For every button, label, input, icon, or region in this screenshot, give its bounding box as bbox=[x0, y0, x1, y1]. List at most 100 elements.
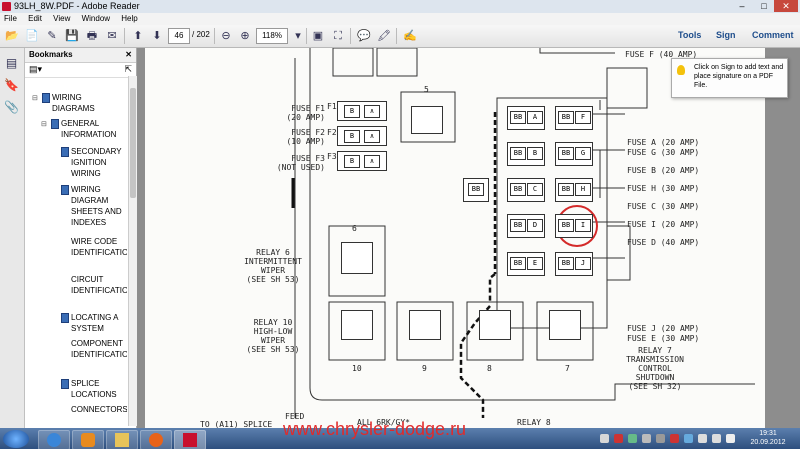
right-fuse-label: FUSE G (30 AMP) bbox=[627, 148, 700, 157]
relay-6 bbox=[341, 242, 373, 274]
toolbar: 📂 📄 ✎ 💾 🖶 ✉ ⬆ ⬇ ⊖ ⊕ ▾ ▣ ⛶ 💬 🖍 ✍ bbox=[0, 25, 800, 48]
bookmarks-scrollbar[interactable] bbox=[128, 76, 137, 426]
relay-6-number: 6 bbox=[352, 224, 357, 233]
menu-file[interactable]: File bbox=[4, 14, 17, 23]
fuse-f2: B∧ bbox=[337, 126, 387, 146]
tray-keyboard-icon[interactable] bbox=[600, 434, 609, 443]
close-panel-icon[interactable]: ✕ bbox=[125, 50, 132, 59]
close-button[interactable]: ✕ bbox=[774, 0, 798, 12]
tray-antivirus-icon[interactable] bbox=[614, 434, 623, 443]
tools-button[interactable]: Tools bbox=[678, 30, 702, 40]
f3-tag: F3 bbox=[327, 152, 337, 161]
create-pdf-icon[interactable]: 📄 bbox=[25, 30, 39, 42]
bookmark-item[interactable]: ⊟GENERAL INFORMATION bbox=[41, 119, 117, 139]
f1-tag: F1 bbox=[327, 102, 337, 111]
menu-window[interactable]: Window bbox=[81, 14, 111, 23]
bookmark-item[interactable]: CIRCUIT IDENTIFICATION bbox=[71, 274, 127, 296]
right-fuse-label: FUSE B (20 AMP) bbox=[627, 166, 700, 175]
feed-label: FEED bbox=[285, 412, 305, 421]
lightbulb-icon bbox=[677, 65, 685, 75]
zoom-out-icon[interactable]: ⊖ bbox=[221, 30, 231, 42]
bookmarks-toolbar: ▤▾ ⇱ bbox=[25, 63, 136, 78]
taskbar-explorer-icon[interactable] bbox=[106, 430, 138, 450]
fit-page-icon[interactable]: ▣ bbox=[312, 30, 324, 42]
start-button[interactable] bbox=[3, 430, 29, 448]
tray-app-icon[interactable] bbox=[670, 434, 679, 443]
tray-volume-icon[interactable] bbox=[726, 434, 735, 443]
options-icon[interactable]: ▤▾ bbox=[29, 64, 43, 74]
right-fuse-label: FUSE D (40 AMP) bbox=[627, 238, 700, 247]
sign-button[interactable]: Sign bbox=[716, 30, 736, 40]
email-icon[interactable]: ✉ bbox=[107, 30, 117, 42]
comment-icon[interactable]: 💬 bbox=[357, 30, 371, 42]
fuse-f3-label: FUSE F3(NOT USED) bbox=[276, 154, 325, 172]
splice-label: TO (A11) SPLICE bbox=[200, 420, 273, 428]
attachments-icon[interactable]: 📎 bbox=[4, 100, 19, 114]
maximize-button[interactable]: □ bbox=[761, 1, 767, 11]
bookmark-item[interactable]: COMPONENT IDENTIFICATION bbox=[71, 338, 127, 360]
expand-icon[interactable]: ⇱ bbox=[124, 64, 132, 74]
bookmarks-header: Bookmarks ✕ bbox=[25, 48, 136, 63]
fuse-f1: B∧ bbox=[337, 101, 387, 121]
page-number-input[interactable]: 46 bbox=[168, 28, 190, 44]
prev-page-icon[interactable]: ⬆ bbox=[133, 30, 143, 42]
bookmark-item[interactable]: ⊟WIRING DIAGRAMS bbox=[32, 93, 95, 113]
fuse-bb-spare: BB bbox=[463, 178, 489, 202]
save-icon[interactable]: 💾 bbox=[65, 30, 79, 42]
bookmark-item[interactable]: CONNECTORS bbox=[71, 404, 127, 426]
menu-help[interactable]: Help bbox=[121, 14, 138, 23]
comment-button[interactable]: Comment bbox=[752, 30, 794, 40]
relay-9-number: 9 bbox=[422, 364, 427, 373]
edit-icon[interactable]: ✎ bbox=[47, 30, 57, 42]
scrollbar-thumb[interactable] bbox=[130, 88, 136, 198]
bookmark-item[interactable]: SECONDARY IGNITION WIRING bbox=[61, 146, 127, 179]
fuse-f1-label: FUSE F1(20 AMP) bbox=[286, 104, 325, 122]
print-icon[interactable]: 🖶 bbox=[86, 30, 98, 42]
minimize-button[interactable]: – bbox=[739, 1, 745, 11]
tray-app-icon[interactable] bbox=[684, 434, 693, 443]
menu-edit[interactable]: Edit bbox=[28, 14, 42, 23]
tray-network-icon[interactable] bbox=[628, 434, 637, 443]
bookmark-item[interactable]: SPLICE LOCATIONS bbox=[61, 378, 127, 400]
tray-display-icon[interactable] bbox=[698, 434, 707, 443]
bookmark-item[interactable]: LOCATING A SYSTEM bbox=[61, 312, 127, 334]
relay-7-number: 7 bbox=[565, 364, 570, 373]
bookmark-item[interactable]: WIRE CODE IDENTIFICATION bbox=[71, 236, 127, 258]
bookmark-item[interactable]: WIRING DIAGRAM SHEETS AND INDEXES bbox=[61, 184, 127, 228]
bookmarks-icon[interactable]: 🔖 bbox=[4, 78, 19, 92]
relay-8 bbox=[479, 310, 511, 340]
watermark: www.chrysler-dodge.ru bbox=[283, 419, 467, 439]
relay-7 bbox=[549, 310, 581, 340]
relay-8-number: 8 bbox=[487, 364, 492, 373]
page-thumbnails-icon[interactable]: ▤ bbox=[5, 56, 18, 70]
zoom-input[interactable]: 118% bbox=[256, 28, 288, 44]
sign-tool-icon[interactable]: ✍ bbox=[403, 30, 417, 42]
highlight-icon[interactable]: 🖍 bbox=[377, 30, 391, 42]
menu-view[interactable]: View bbox=[53, 14, 71, 23]
right-fuse-label: FUSE A (20 AMP) bbox=[627, 138, 700, 147]
fit-width-icon[interactable]: ⛶ bbox=[334, 30, 342, 42]
taskbar-media-icon[interactable] bbox=[72, 430, 104, 450]
tray-wifi-icon[interactable] bbox=[712, 434, 721, 443]
taskbar-ie-icon[interactable] bbox=[38, 430, 70, 450]
fuse-f2-label: FUSE F2(10 AMP) bbox=[286, 128, 325, 146]
zoom-in-icon[interactable]: ⊕ bbox=[240, 30, 250, 42]
next-page-icon[interactable]: ⬇ bbox=[152, 30, 162, 42]
sign-tooltip: Click on Sign to add text and place sign… bbox=[671, 58, 788, 98]
page-count: / 202 bbox=[192, 30, 210, 39]
relay-9 bbox=[409, 310, 441, 340]
zoom-dropdown-icon[interactable]: ▾ bbox=[295, 30, 301, 42]
open-icon[interactable]: 📂 bbox=[5, 30, 19, 42]
taskbar-firefox-icon[interactable] bbox=[140, 430, 172, 450]
tray-app-icon[interactable] bbox=[656, 434, 665, 443]
taskbar-adobe-reader-icon[interactable] bbox=[174, 430, 206, 450]
tray-flag-icon[interactable] bbox=[642, 434, 651, 443]
fuse-f3: B∧ bbox=[337, 151, 387, 171]
